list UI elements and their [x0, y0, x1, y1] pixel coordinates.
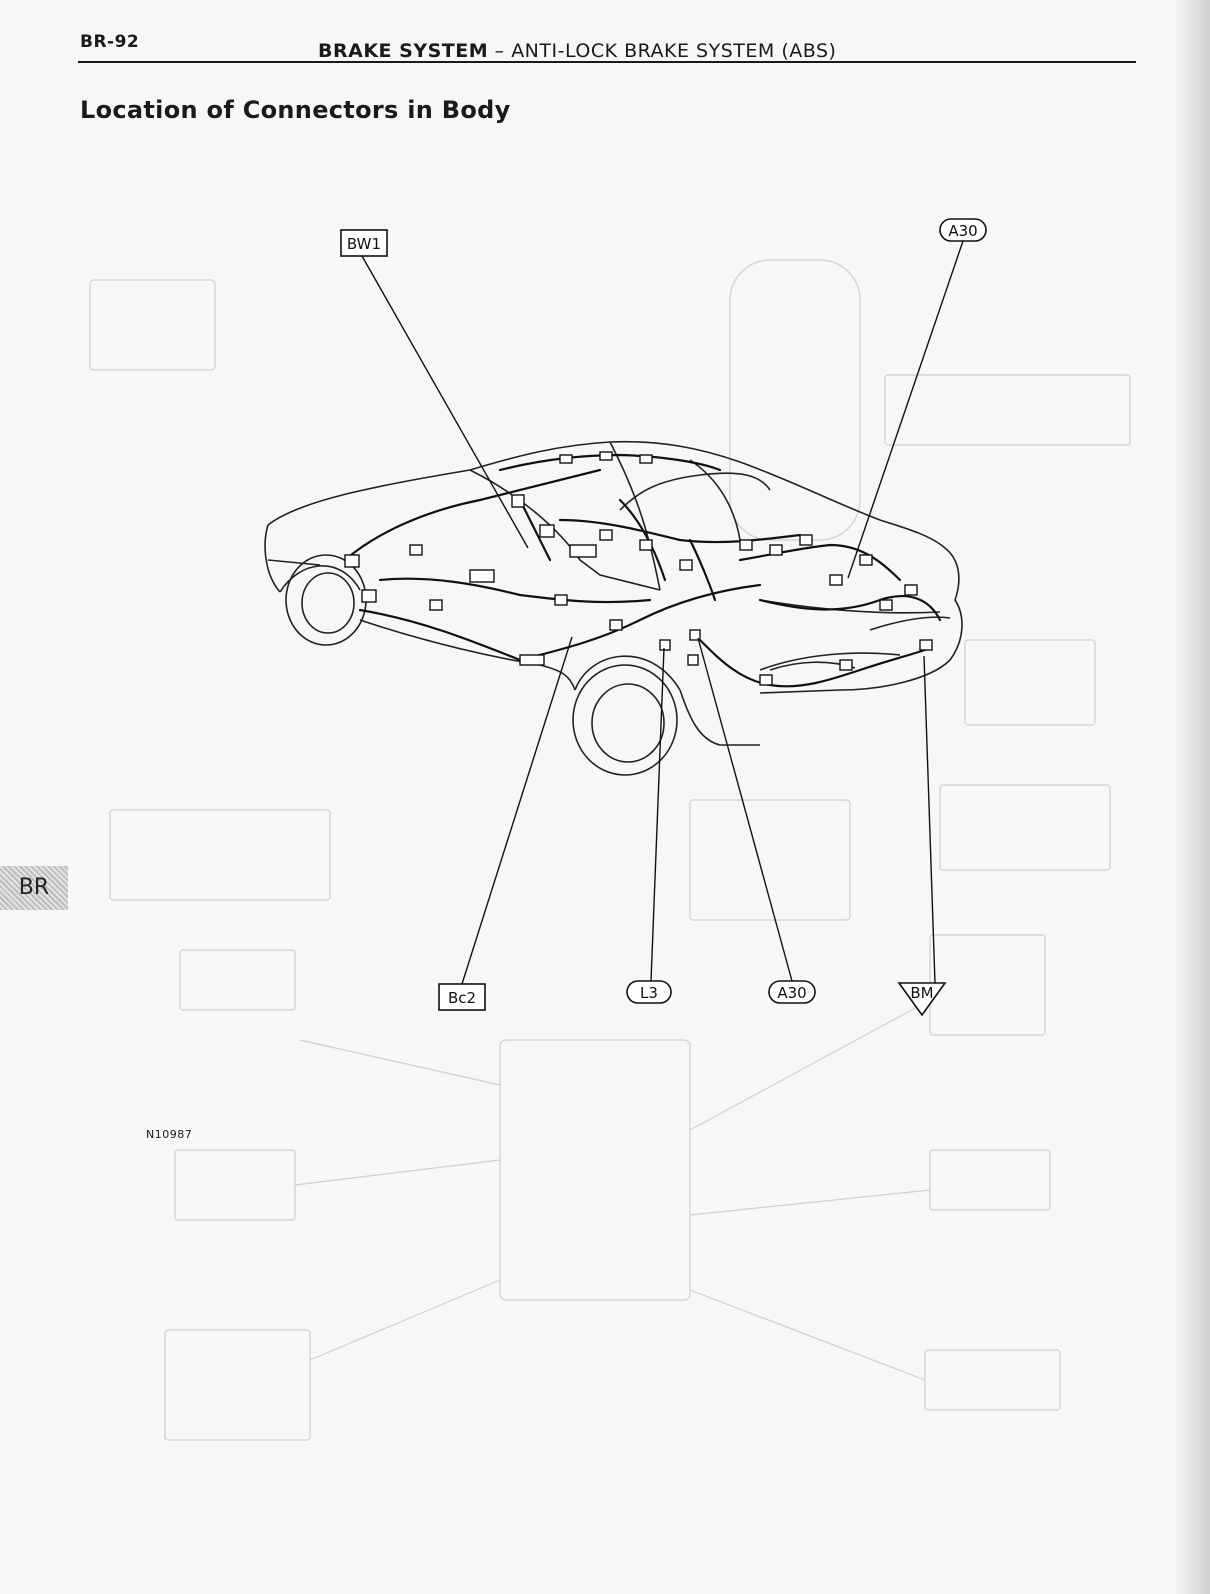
wire-harness [343, 453, 942, 688]
bleed-through-background [89, 259, 1131, 1441]
leader-lines [361, 240, 964, 985]
connector-bw1-label: BW1 [347, 235, 381, 253]
connector-l3: L3 [626, 980, 672, 1004]
section-tab: BR [0, 866, 68, 910]
section-title: Location of Connectors in Body [80, 96, 511, 124]
connector-bm-label: BM [910, 984, 933, 1002]
connector-a30-bottom-label: A30 [777, 984, 806, 1002]
connector-l3-label: L3 [640, 984, 658, 1002]
car-body [264, 440, 963, 776]
page-header-title: BRAKE SYSTEM – ANTI-LOCK BRAKE SYSTEM (A… [318, 40, 836, 62]
connector-a30-top-label: A30 [948, 222, 977, 240]
figure-code: N10987 [146, 1128, 193, 1141]
page-number: BR-92 [80, 32, 140, 52]
header-rule [78, 61, 1136, 63]
connector-a30-bottom: A30 [768, 980, 816, 1004]
connector-bc2: Bc2 [438, 983, 486, 1011]
harness-connectors [344, 451, 933, 686]
connector-bc2-label: Bc2 [448, 989, 476, 1007]
connector-bw1: BW1 [340, 229, 388, 257]
page-edge-shadow [1174, 0, 1210, 1594]
system-name: BRAKE SYSTEM [318, 40, 489, 62]
subsystem-name: – ANTI-LOCK BRAKE SYSTEM (ABS) [488, 40, 837, 62]
connector-bm: BM [897, 982, 947, 1017]
connector-a30-top: A30 [939, 218, 987, 242]
